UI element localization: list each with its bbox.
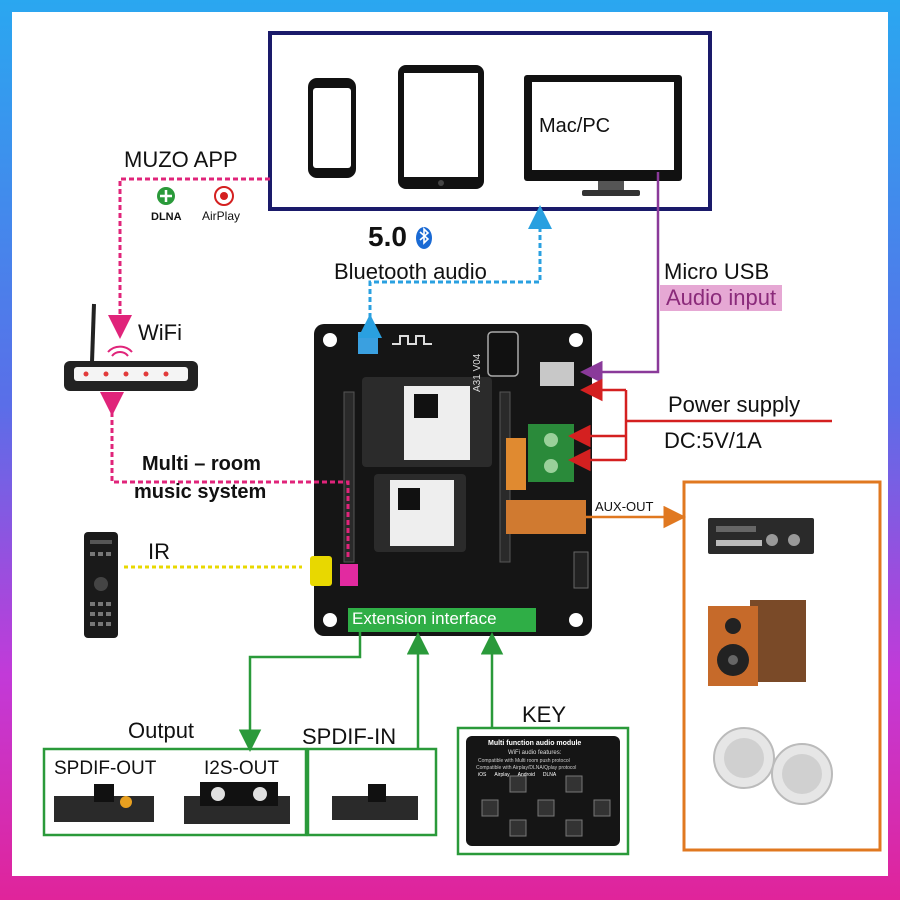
router-icon [64, 303, 198, 391]
audio-input-label: Audio input [660, 285, 783, 311]
dc-spec-label: DC:5V/1A [664, 428, 762, 453]
mac-pc-label: Mac/PC [539, 115, 611, 137]
ir-label: IR [148, 539, 170, 564]
key-module-subtitle: WiFi audio features: [508, 750, 562, 756]
aux-out-label: AUX-OUT [595, 499, 654, 514]
aux-out-connector [506, 500, 586, 534]
i2s-out-board [184, 782, 290, 824]
key-module-line1: Compatible with Multi room push protocol [478, 758, 570, 764]
i2s-out-label: I2S-OUT [204, 758, 279, 779]
smartphone-icon [308, 78, 356, 178]
monitor-icon [524, 75, 682, 196]
muzo-app-label: MUZO APP [124, 147, 238, 172]
power-terminal [528, 424, 574, 482]
platform-label: Airplay [494, 772, 510, 778]
tablet-icon [398, 65, 484, 189]
key-module-line2: Compatible with Airplay/DLNA/Qplay proto… [476, 765, 577, 771]
airplay-label: AirPlay [202, 209, 241, 223]
extension-interface-bar [348, 608, 536, 632]
board-version-label: A31 V04 [472, 353, 483, 392]
diagram-canvas: Mac/PC MUZO APP DLNA AirPlay 5.0 Bluetoo… [12, 12, 888, 876]
dlna-label: DLNA [151, 211, 182, 223]
diagram-drawing [42, 31, 882, 856]
multiroom-link [100, 392, 350, 560]
multiroom-label-line2: music system [134, 481, 267, 503]
extension-interface-label: Extension interface [352, 609, 497, 628]
key-buttons [481, 775, 611, 837]
platform-label: DLNA [542, 772, 557, 778]
ir-receiver [310, 556, 332, 586]
key-label: KEY [522, 702, 567, 727]
spdif-in-label: SPDIF-IN [302, 724, 397, 749]
amplifier-icon [708, 518, 814, 554]
bluetooth-icon [416, 227, 432, 249]
ceiling-speaker-icon [713, 727, 833, 805]
wifi-label: WiFi [138, 320, 182, 345]
platform-label: iOS [478, 772, 487, 778]
key-module-platforms: iOS Airplay Android DLNA [478, 772, 618, 778]
usb-audio-link [580, 172, 660, 384]
spdif-in-board [332, 784, 418, 820]
micro-usb-label: Micro USB [664, 259, 770, 284]
micro-usb-port [540, 362, 574, 386]
spdif-out-label: SPDIF-OUT [54, 758, 157, 779]
key-connector [340, 564, 358, 586]
wifi-icon [107, 345, 133, 357]
main-audio-board [310, 324, 592, 636]
multiroom-label-line1: Multi – room [142, 453, 261, 475]
spdif-in-group-box [306, 747, 438, 837]
bookshelf-speaker-icon [708, 600, 806, 686]
remote-control-icon [84, 532, 118, 638]
power-supply-label: Power supply [668, 392, 801, 417]
output-label: Output [128, 718, 195, 743]
bluetooth-audio-label: Bluetooth audio [334, 259, 487, 284]
output-link [238, 632, 362, 752]
airplay-icon [214, 186, 234, 206]
key-module-title: Multi function audio module [488, 740, 582, 747]
bluetooth-version-label: 5.0 [368, 221, 407, 252]
bluetooth-chip [358, 332, 378, 354]
platform-label: Android [517, 772, 535, 778]
wifi-app-link [108, 177, 270, 339]
dlna-icon [157, 187, 175, 205]
key-module-board [466, 736, 620, 846]
bluetooth-link [358, 205, 552, 338]
spdif-out-board [54, 784, 154, 822]
